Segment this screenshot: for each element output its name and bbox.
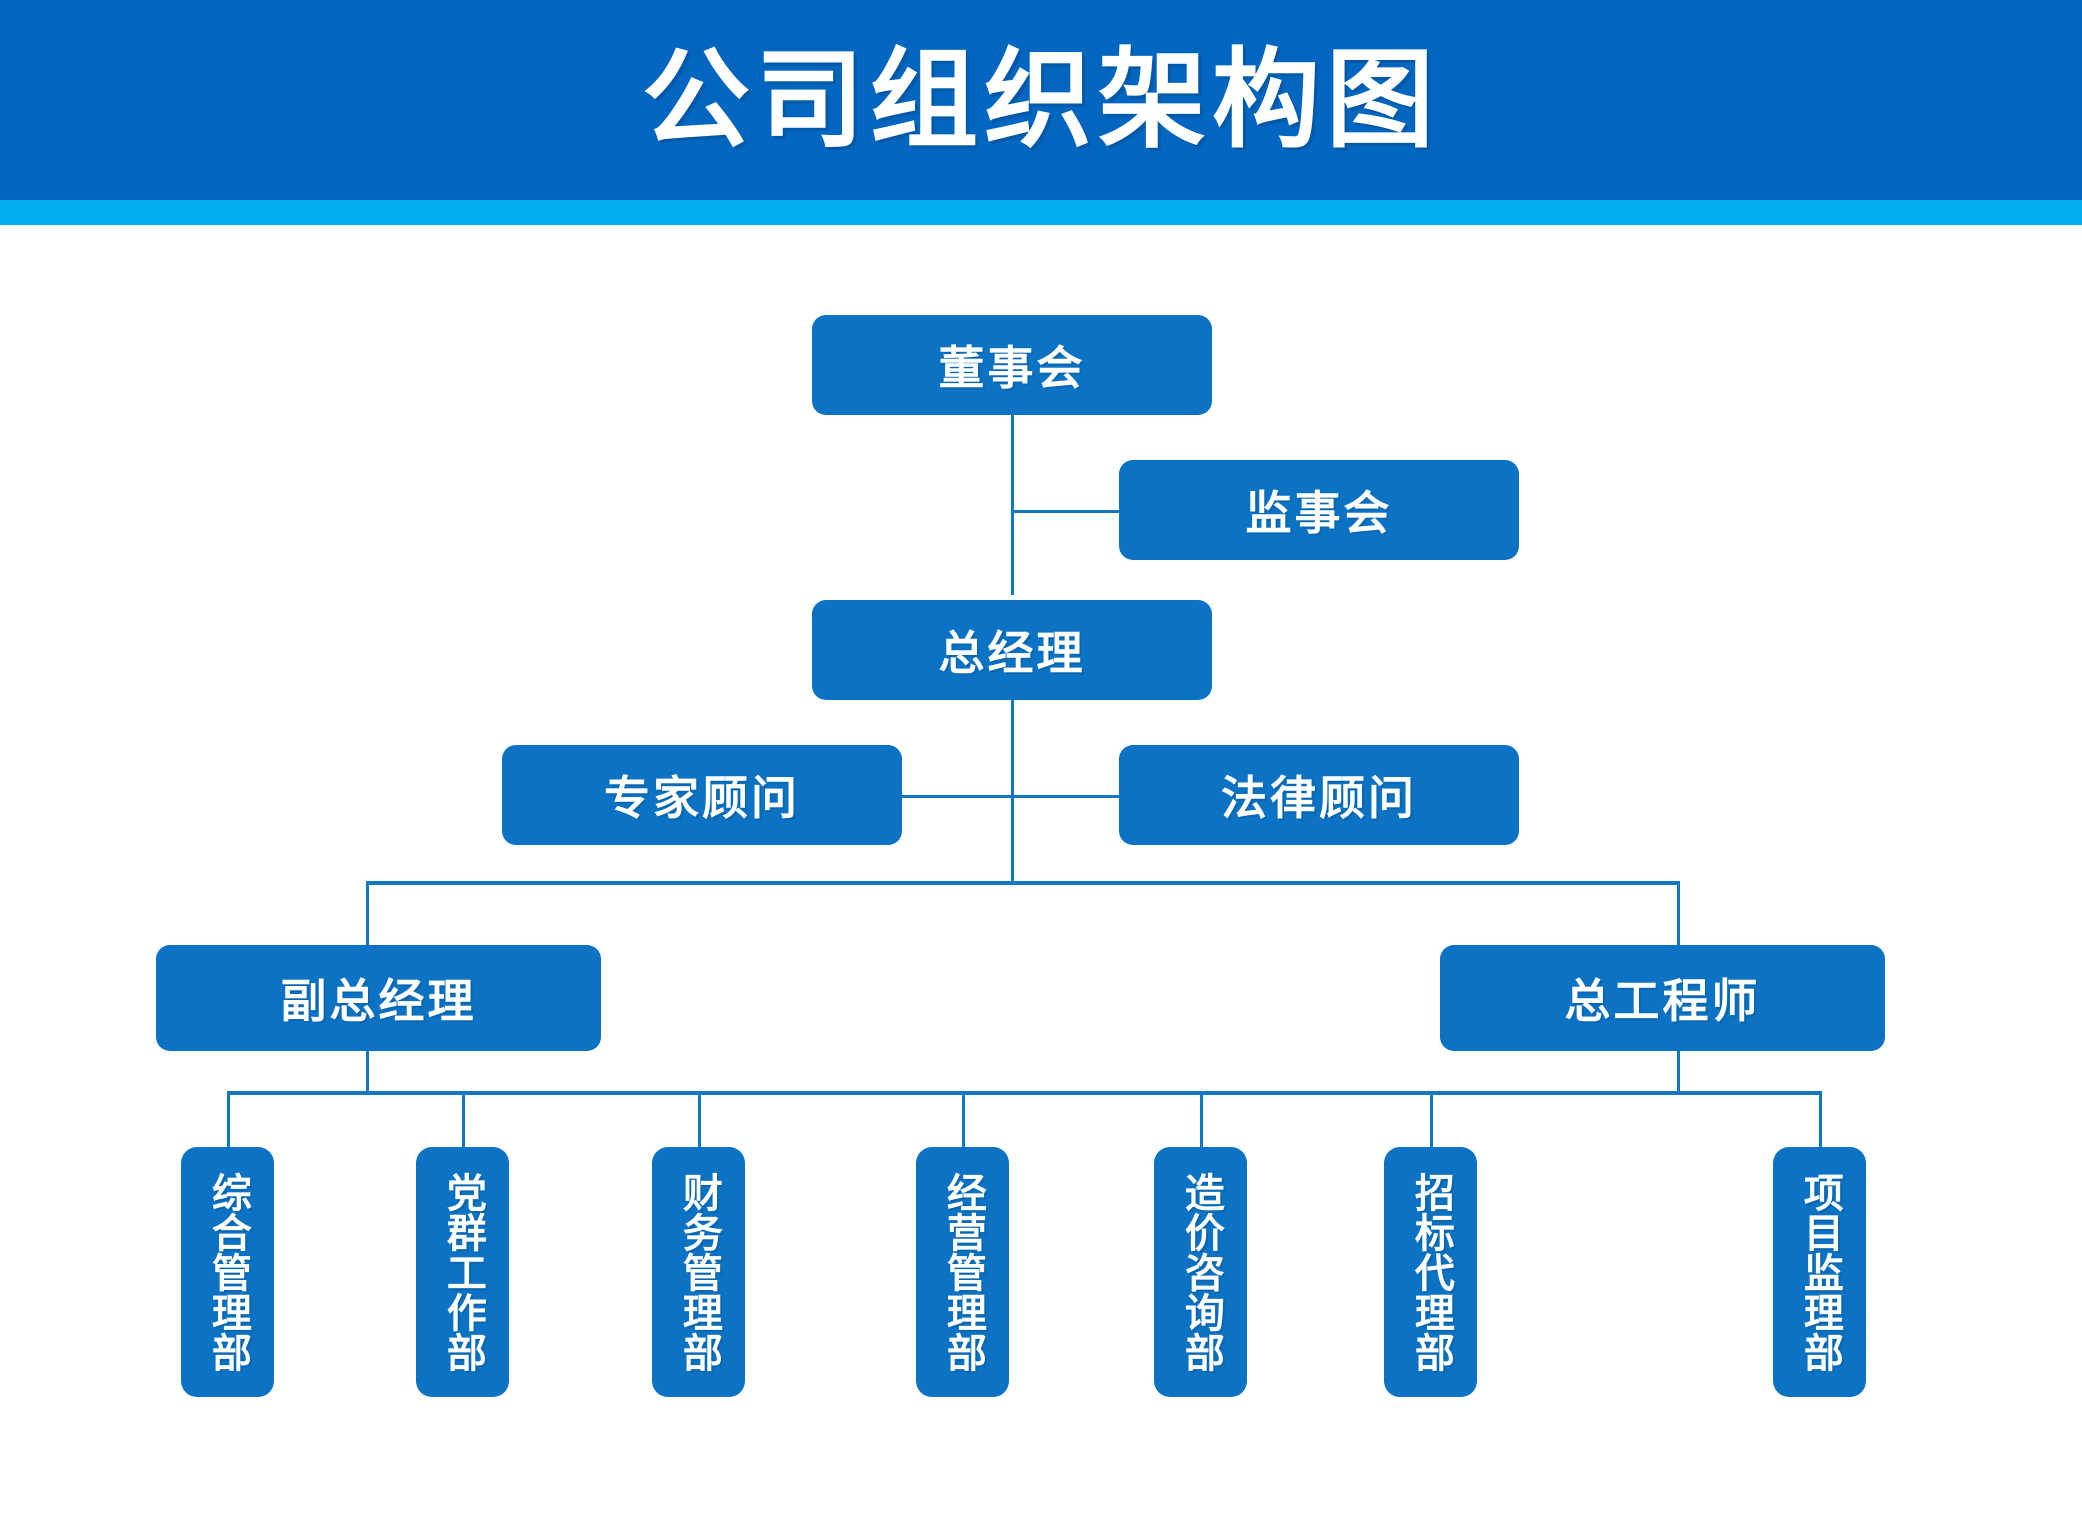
connector-bus-to-chief-engineer (1677, 881, 1680, 945)
connector-board-to-gm (1011, 415, 1014, 595)
org-chart-canvas: 董事会 监事会 总经理 专家顾问 法律顾问 副总经理 总工程师 综合管理部 党群… (0, 225, 2082, 1529)
node-department-general-management[interactable]: 综合管理部 (181, 1147, 274, 1397)
node-department-project-supervision[interactable]: 项目监理部 (1773, 1147, 1866, 1397)
node-label: 监事会 (1245, 487, 1393, 539)
node-label: 法律顾问 (1221, 772, 1417, 824)
node-label: 经营管理部 (940, 1172, 985, 1372)
node-label: 招标代理部 (1408, 1172, 1453, 1372)
node-label: 董事会 (938, 342, 1086, 394)
node-label: 总经理 (938, 627, 1086, 679)
node-label: 综合管理部 (205, 1172, 250, 1372)
connector-bus-to-dept-7 (1819, 1091, 1822, 1147)
connector-board-to-supervisors (1011, 510, 1119, 513)
node-deputy-general-manager[interactable]: 副总经理 (156, 945, 601, 1051)
connector-gm-to-legal-advisor (1011, 795, 1121, 798)
node-department-cost-consulting[interactable]: 造价咨询部 (1154, 1147, 1247, 1397)
node-board-of-directors[interactable]: 董事会 (812, 315, 1212, 415)
node-department-bidding-agency[interactable]: 招标代理部 (1384, 1147, 1477, 1397)
connector-bus-to-dept-2 (462, 1091, 465, 1147)
node-label: 副总经理 (280, 975, 477, 1027)
page-title: 公司组织架构图 (641, 39, 1440, 160)
node-label: 项目监理部 (1797, 1172, 1842, 1372)
connector-department-bus (227, 1091, 1822, 1095)
connector-bus-to-deputy-gm (366, 881, 369, 945)
header-accent-strip (0, 200, 2082, 225)
connector-bus-to-dept-6 (1430, 1091, 1433, 1147)
node-label: 党群工作部 (440, 1172, 485, 1372)
connector-gm-spine (1011, 700, 1014, 885)
header-bar (0, 0, 2082, 200)
connector-bus-to-dept-1 (227, 1091, 230, 1147)
connector-bus-to-dept-5 (1200, 1091, 1203, 1147)
node-chief-engineer[interactable]: 总工程师 (1440, 945, 1885, 1051)
connector-chief-engineer-down (1677, 1051, 1680, 1093)
connector-deputy-gm-down (366, 1051, 369, 1093)
node-label: 造价咨询部 (1178, 1172, 1223, 1372)
node-department-party-mass-work[interactable]: 党群工作部 (416, 1147, 509, 1397)
connector-bus-to-dept-3 (698, 1091, 701, 1147)
node-board-of-supervisors[interactable]: 监事会 (1119, 460, 1519, 560)
connector-gm-to-expert-advisor (900, 795, 1013, 798)
connector-bus-to-dept-4 (962, 1091, 965, 1147)
node-department-financial-management[interactable]: 财务管理部 (652, 1147, 745, 1397)
connector-management-bus (366, 881, 1680, 885)
node-label: 专家顾问 (604, 772, 800, 824)
node-legal-advisor[interactable]: 法律顾问 (1119, 745, 1519, 845)
node-expert-advisor[interactable]: 专家顾问 (502, 745, 902, 845)
node-label: 总工程师 (1564, 975, 1761, 1027)
node-label: 财务管理部 (676, 1172, 721, 1372)
node-department-business-management[interactable]: 经营管理部 (916, 1147, 1009, 1397)
node-general-manager[interactable]: 总经理 (812, 600, 1212, 700)
